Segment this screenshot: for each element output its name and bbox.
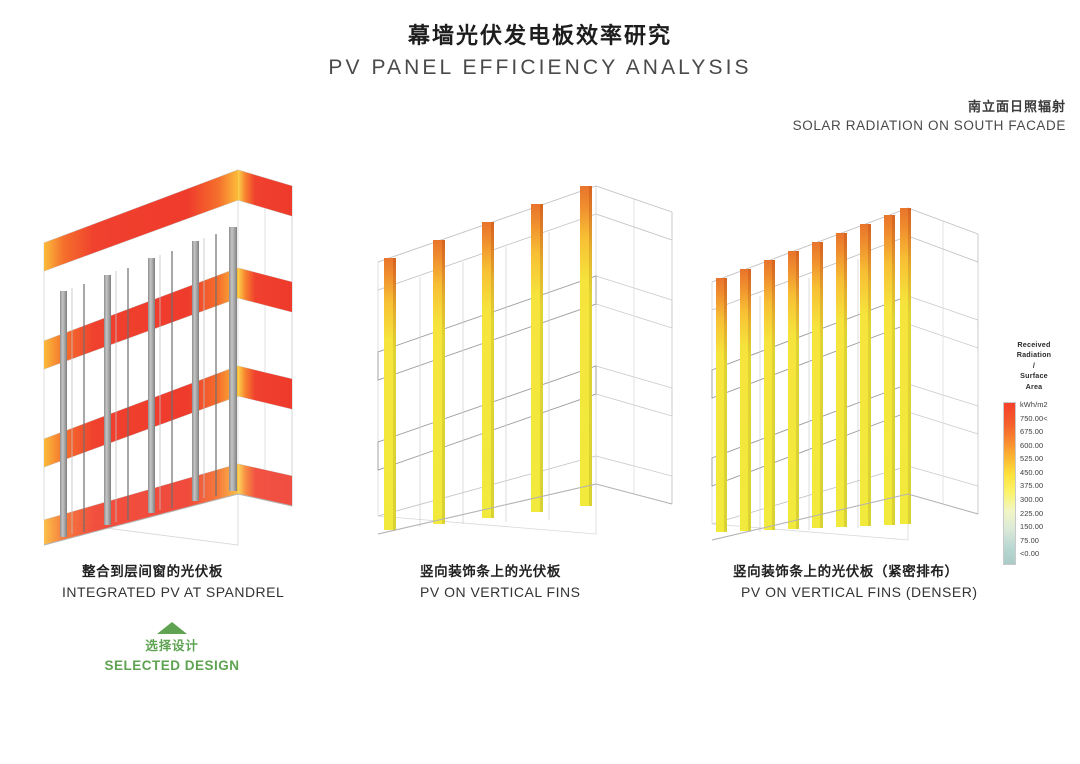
building-option-3 [711, 207, 979, 541]
study-header-cn: 南立面日照辐射 [967, 99, 1066, 114]
caption-option-3-cn: 竖向装饰条上的光伏板（紧密排布） [733, 564, 959, 579]
caption-option-1-en: INTEGRATED PV AT SPANDREL [62, 583, 285, 600]
legend-tick: kWh/m2 [1020, 400, 1048, 410]
slab-wireframe-2 [595, 185, 673, 505]
legend-tick: 675.00 [1020, 427, 1044, 437]
pv-vertical-fins-2 [384, 186, 592, 530]
legend-title-line-4: Surface [1020, 371, 1048, 381]
up-triangle-icon [157, 622, 187, 634]
building-option-2 [377, 185, 673, 535]
page-title-en: PV PANEL EFFICIENCY ANALYSIS [328, 55, 752, 79]
legend-body: kWh/m2 750.00< 675.00 600.00 525.00 450.00 375… [1000, 400, 1076, 566]
selected-design-marker: 选择设计 SELECTED DESIGN [97, 622, 247, 675]
selected-design-cn: 选择设计 [145, 639, 199, 653]
legend-title-line-2: Radiation [1016, 350, 1052, 360]
caption-option-1: 整合到层间窗的光伏板 INTEGRATED PV AT SPANDREL [62, 562, 392, 603]
selected-design-en: SELECTED DESIGN [104, 657, 240, 673]
page-title-cn: 幕墙光伏发电板效率研究 [407, 23, 672, 48]
legend-title: Received Radiation / Surface Area [1006, 340, 1062, 392]
legend-tick: 450.00 [1020, 467, 1044, 477]
slab-wireframe-1 [237, 169, 293, 507]
study-header-en: SOLAR RADIATION ON SOUTH FACADE [792, 117, 1066, 133]
legend-tick: 375.00 [1020, 481, 1044, 491]
pv-spandrel-bands-1 [44, 170, 292, 545]
legend-tick: 300.00 [1020, 495, 1044, 505]
legend-tick: 750.00< [1020, 413, 1048, 423]
caption-option-3-en: PV ON VERTICAL FINS (DENSER) [741, 583, 978, 600]
legend-tick: 225.00 [1020, 508, 1044, 518]
radiation-legend: Received Radiation / Surface Area kWh/m2… [1000, 340, 1076, 566]
legend-title-line-5: Area [1025, 381, 1043, 391]
building-option-1 [43, 169, 293, 546]
legend-tick: 150.00 [1020, 522, 1044, 532]
mullions-1 [60, 227, 237, 537]
legend-tick-labels: kWh/m2 750.00< 675.00 600.00 525.00 450.00 375… [1020, 398, 1076, 561]
caption-option-3: 竖向装饰条上的光伏板（紧密排布） PV ON VERTICAL FINS (DE… [733, 562, 1063, 603]
pv-vertical-fins-3 [716, 208, 911, 532]
legend-title-line-3: / [1032, 360, 1036, 370]
legend-tick: 600.00 [1020, 440, 1044, 450]
study-header: 南立面日照辐射 SOLAR RADIATION ON SOUTH FACADE [793, 98, 1066, 136]
caption-option-2-en: PV ON VERTICAL FINS [420, 583, 581, 600]
glass-grid-3 [711, 207, 909, 541]
legend-title-line-1: Received [1017, 340, 1051, 349]
legend-tick: 75.00 [1020, 535, 1039, 545]
caption-option-2: 竖向装饰条上的光伏板 PV ON VERTICAL FINS [420, 562, 720, 603]
legend-color-bar [1003, 402, 1016, 566]
caption-option-1-cn: 整合到层间窗的光伏板 [82, 564, 223, 579]
legend-tick: <0.00 [1020, 549, 1040, 559]
legend-tick: 525.00 [1020, 454, 1044, 464]
slab-wireframe-3 [907, 207, 979, 515]
caption-option-2-cn: 竖向装饰条上的光伏板 [420, 564, 561, 579]
page-title: 幕墙光伏发电板效率研究 PV PANEL EFFICIENCY ANALYSIS [0, 22, 1080, 83]
